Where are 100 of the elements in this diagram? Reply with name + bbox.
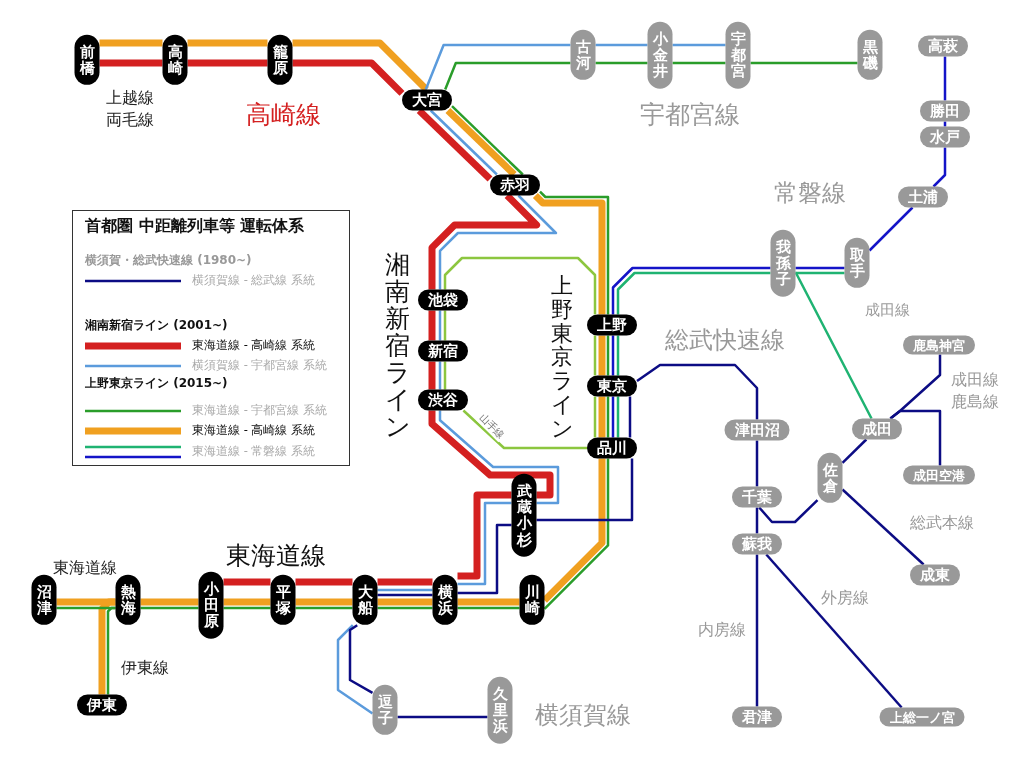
station-pill: 勝田 [920,100,970,122]
rail-line [444,61,571,90]
rail-line [295,598,353,606]
station-pill: 小金井 [647,21,673,89]
rail-line [457,606,520,610]
line-name: 東海道線 [226,542,326,570]
rail-line [539,190,610,315]
rail-line [595,43,648,47]
station-pill: 古河 [570,29,596,81]
rail-line [598,335,606,376]
line-name: 両毛線 [106,111,154,129]
rail-line [187,59,268,67]
station-pill: 成田 [852,418,902,440]
rail-line [750,61,858,65]
station-pill: 前橋 [74,34,100,86]
rail-line [140,606,199,610]
rail-line [438,410,560,505]
station-pill: 成田空港 [903,465,975,485]
rail-line [611,396,615,438]
rail-line [457,501,512,586]
line-name: 成田線 [951,371,999,389]
rail-line [428,361,436,390]
line-name: 上野東京ライン [551,273,573,441]
rail-line [98,598,116,695]
rail-line [462,409,587,450]
legend-title: 首都圏 中距離列車等 運転体系 [85,216,306,237]
station-pill: 久里浜 [487,676,513,744]
station-pill: 佐倉 [817,452,843,504]
rail-line [377,588,433,592]
station-pill: 逗子 [372,684,398,736]
station-pill: 上野 [587,314,637,336]
station-pill: 赤羽 [490,174,540,196]
legend-heading: 湘南新宿ライン (2001~) [85,319,228,333]
legend-text: 横須賀線 - 宇都宮線 系統 [192,358,328,373]
rail-line [443,256,597,315]
rail-line [443,310,447,341]
station-pill: 水戸 [920,126,970,148]
line-name: 外房線 [821,589,869,607]
line-name: 高崎線 [245,101,321,129]
rail-line [348,624,374,694]
legend-text: 東海道線 - 高崎線 系統 [192,423,316,438]
line-name: 上越線 [106,89,154,107]
rail-line [616,396,620,438]
rail-line [292,39,429,92]
rail-line [672,61,726,65]
rail-line [606,335,610,376]
rail-line [377,606,433,610]
line-name: 内房線 [698,621,746,639]
station-pill: 高崎 [162,34,188,86]
rail-line [428,410,554,499]
legend-heading: 横須賀・総武快速線 (1980~) [85,254,252,268]
rail-line [595,61,648,65]
rail-line [428,310,436,341]
station-pill: 熱海 [115,574,141,626]
legend-text: 東海道線 - 常磐線 系統 [192,444,316,459]
station-pill: 君津 [732,706,782,728]
rail-line [868,206,914,252]
rail-line [457,523,512,595]
line-name: 常磐線 [774,179,846,207]
rail-line [223,606,271,610]
line-name: 宇都宮線 [640,101,740,129]
station-pill: 大船 [352,574,378,626]
rail-line [755,507,759,534]
legend-heading: 上野東京ライン (2015~) [85,377,228,391]
rail-line [397,715,488,719]
station-pill: 取手 [844,237,870,289]
station-pill: 川崎 [519,574,545,626]
rail-line [99,39,163,47]
station-pill: 黒磯 [857,29,883,81]
station-pill: 平塚 [270,574,296,626]
rail-line [377,598,433,606]
legend-text: 横須賀線 - 総武線 系統 [192,273,316,288]
legend-text: 東海道線 - 宇都宮線 系統 [192,403,328,418]
rail-line [428,193,541,290]
rail-line [532,193,606,315]
rail-line [794,271,873,420]
rail-line [295,578,353,586]
rail-line [593,396,597,438]
line-name: 総武本線 [910,514,974,532]
station-pill: 籠原 [267,34,293,86]
rail-line [628,396,632,438]
rail-line [672,43,726,47]
station-pill: 津田沼 [724,419,790,441]
rail-line [429,109,498,176]
station-pill: 新宿 [418,340,468,362]
rail-line [841,488,925,566]
rail-line [457,598,520,606]
rail-line [755,554,759,707]
rail-line [841,438,868,464]
station-pill: 東京 [587,375,637,397]
line-name: 東海道線 [53,559,117,577]
station-pill: 池袋 [418,289,468,311]
station-pill: 鹿島神宮 [903,335,975,355]
station-pill: 伊東 [77,694,127,716]
rail-line [598,396,606,438]
rail-line [292,59,405,96]
rail-line [443,361,447,390]
rail-line [223,578,271,586]
station-pill: 成東 [910,564,960,586]
rail-line [636,363,759,420]
